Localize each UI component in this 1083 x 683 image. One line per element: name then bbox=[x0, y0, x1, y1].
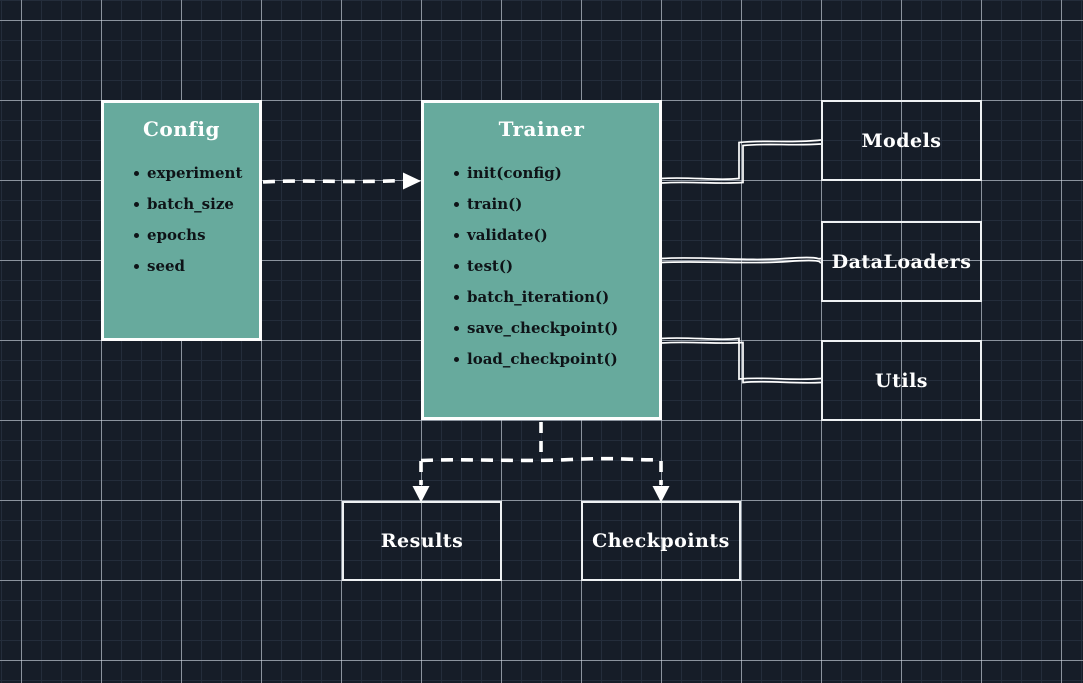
edge-stroke bbox=[660, 256, 822, 261]
list-item: experiment bbox=[134, 158, 259, 189]
node-label: Utils bbox=[875, 369, 928, 392]
arrowhead bbox=[403, 172, 421, 190]
edge-config-trainer[interactable] bbox=[262, 172, 421, 190]
list-item: test() bbox=[454, 251, 659, 282]
list-item: seed bbox=[134, 251, 259, 282]
edge-stroke bbox=[420, 456, 662, 463]
list-item: epochs bbox=[134, 220, 259, 251]
edge-stroke bbox=[660, 139, 822, 181]
node-utils[interactable]: Utils bbox=[821, 340, 982, 421]
list-item: batch_size bbox=[134, 189, 259, 220]
edge-stroke bbox=[660, 337, 822, 381]
node-models[interactable]: Models bbox=[821, 100, 982, 181]
node-dataloaders[interactable]: DataLoaders bbox=[821, 221, 982, 302]
node-label: Checkpoints bbox=[592, 530, 730, 552]
edge-stroke bbox=[660, 259, 822, 264]
edge-trainer-dataloaders[interactable] bbox=[660, 256, 822, 264]
node-label: Results bbox=[380, 530, 464, 552]
node-label: Models bbox=[861, 129, 942, 152]
list-item: load_checkpoint() bbox=[454, 344, 659, 375]
list-item: validate() bbox=[454, 220, 659, 251]
list-item: batch_iteration() bbox=[454, 282, 659, 313]
list-item: save_checkpoint() bbox=[454, 313, 659, 344]
node-trainer[interactable]: Trainer init(config)train()validate()tes… bbox=[421, 100, 662, 420]
edge-trainer-utils[interactable] bbox=[660, 337, 822, 384]
edge-stroke bbox=[660, 143, 822, 184]
edge-trainer-models[interactable] bbox=[660, 139, 822, 184]
node-label: DataLoaders bbox=[831, 250, 972, 273]
trainer-method-list: init(config)train()validate()test()batch… bbox=[424, 158, 659, 375]
edge-trainer-outputs[interactable] bbox=[412, 422, 670, 503]
edge-stroke bbox=[262, 178, 405, 184]
list-item: init(config) bbox=[454, 158, 659, 189]
edge-stroke bbox=[660, 341, 822, 384]
node-title: Trainer bbox=[498, 117, 585, 141]
node-results[interactable]: Results bbox=[342, 501, 502, 581]
list-item: train() bbox=[454, 189, 659, 220]
node-title: Config bbox=[143, 117, 220, 141]
node-checkpoints[interactable]: Checkpoints bbox=[581, 501, 741, 581]
